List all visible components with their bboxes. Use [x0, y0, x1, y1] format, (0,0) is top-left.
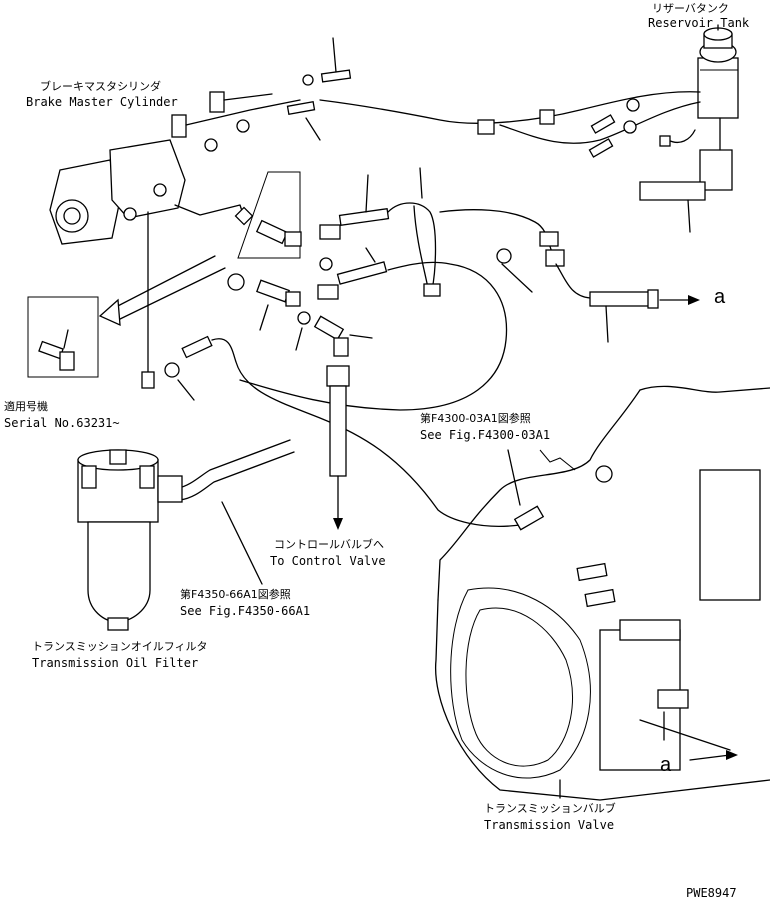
control-valve-label-en: To Control Valve: [270, 554, 386, 568]
tank-bracket: [639, 149, 733, 233]
see-fig-4300-label-en: See Fig.F4300-03A1: [420, 428, 551, 442]
transmission-oil-filter: [77, 449, 183, 631]
reservoir-tank-label-jp: リザーバタンク: [652, 2, 729, 15]
drawing-code: PWE8947: [686, 886, 737, 900]
see-fig-4350-label-jp: 第F4350-66A1図参照: [180, 588, 291, 601]
ref-a-top: a: [714, 286, 726, 308]
trans-valve-label-jp: トランスミッションバルブ: [484, 802, 616, 815]
inset-box: [27, 296, 99, 378]
brake-master-cylinder-label-en: Brake Master Cylinder: [26, 95, 178, 109]
serial-label-en: Serial No.63231~: [4, 416, 120, 430]
oil-filter-label-en: Transmission Oil Filter: [32, 656, 199, 670]
see-fig-4300-label-jp: 第F4300-03A1図参照: [420, 412, 531, 425]
ref-a-bottom: a: [660, 754, 672, 776]
control-valve-label-jp: コントロールバルブへ: [274, 538, 384, 551]
see-fig-4350-label-en: See Fig.F4350-66A1: [180, 604, 311, 618]
transmission-case: [434, 385, 770, 801]
reservoir-tank-label-en: Reservoir Tank: [648, 16, 750, 30]
serial-label-jp: 適用号機: [4, 400, 48, 413]
oil-filter-label-jp: トランスミッションオイルフィルタ: [32, 640, 208, 653]
inset-fitting: [38, 329, 75, 371]
trans-valve-label-en: Transmission Valve: [484, 818, 615, 832]
brake-master-cylinder: [49, 91, 301, 245]
reservoir-tank: [697, 24, 739, 119]
brake-master-cylinder-label-jp: ブレーキマスタシリンダ: [40, 80, 161, 93]
